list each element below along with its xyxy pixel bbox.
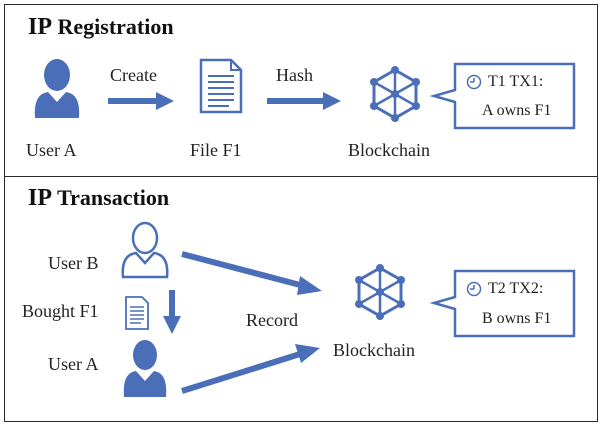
hash-label: Hash [276, 65, 313, 85]
note-tx1-line1: T1 TX1: [488, 73, 544, 90]
user-a-lower-icon [123, 340, 167, 397]
user-a-icon [34, 59, 80, 118]
bought-down-arrow [163, 290, 181, 334]
blockchain-label: Blockchain [348, 140, 430, 160]
note-callout-tx2 [429, 269, 576, 338]
registration-title-ip: IP [28, 14, 52, 40]
note-tx2-line2: B owns F1 [482, 310, 552, 327]
blockchain-icon [368, 64, 422, 124]
file-label: File F1 [190, 140, 242, 160]
transaction-title-ip: IP [28, 185, 52, 211]
record-arrow-from-b [181, 251, 322, 295]
small-file-icon [125, 296, 149, 330]
section-divider [4, 176, 598, 177]
user-b-label: User B [48, 253, 99, 273]
user-a-label: User A [26, 140, 77, 160]
clock-icon-2 [466, 281, 482, 297]
registration-title-rest: Registration [57, 14, 174, 39]
transaction-title: IP Transaction [28, 185, 169, 212]
hash-arrow [267, 92, 341, 110]
user-a-lower-label: User A [48, 354, 99, 374]
registration-title: IP Registration [28, 14, 174, 41]
bought-label: Bought F1 [22, 301, 99, 321]
clock-icon [466, 74, 482, 90]
note-tx2-line1: T2 TX2: [488, 280, 544, 297]
file-icon [199, 58, 243, 114]
transaction-title-rest: Transaction [57, 185, 170, 210]
note-callout-tx1 [429, 62, 576, 130]
blockchain-icon-2 [353, 262, 407, 322]
blockchain-label-2: Blockchain [333, 340, 415, 360]
record-label: Record [246, 310, 298, 330]
create-arrow [108, 92, 174, 110]
user-b-icon [121, 221, 169, 279]
note-tx1-line2: A owns F1 [482, 102, 552, 119]
create-label: Create [110, 65, 157, 85]
record-arrow-from-a [181, 344, 320, 394]
